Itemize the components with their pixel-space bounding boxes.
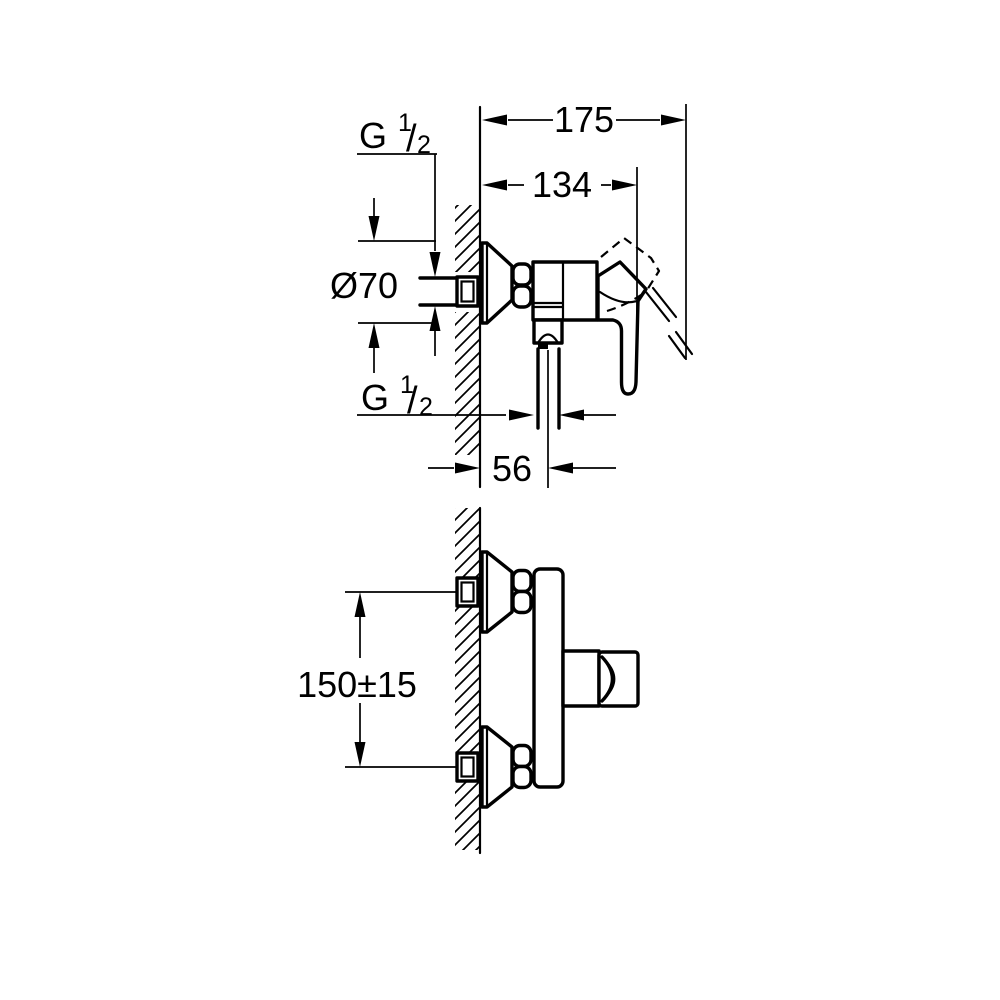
arrowhead-outlet-left: [509, 409, 534, 421]
wall-hatching-upper: [455, 205, 480, 272]
arrowhead-56-right: [548, 462, 573, 474]
swing-mark-upper: [644, 286, 678, 323]
plan-handle-crescent: [600, 655, 615, 703]
arrowhead-150-bottom: [354, 742, 366, 767]
outlet-shoulder: [532, 318, 564, 345]
arrowhead-inlet-down: [429, 252, 441, 277]
plan-nut-bottom-bead2: [511, 764, 533, 790]
plan-nut-top-bead2: [511, 589, 533, 615]
dim-connection-spacing-label: 150±15: [297, 664, 417, 705]
dim-total-depth-label: 175: [554, 99, 614, 140]
union-nut-bead-top: [511, 262, 533, 287]
swing-mark-lower: [667, 330, 694, 360]
arrowhead-outlet-right: [559, 409, 584, 421]
arrowhead-diameter-top: [368, 216, 380, 241]
view-plan: [345, 506, 640, 855]
plan-handle-arm: [561, 649, 601, 708]
dim-escutcheon-diameter-label: Ø70: [330, 265, 398, 306]
union-nut-bead-bottom: [511, 284, 533, 309]
wall-hatching-lower: [455, 312, 480, 455]
thread-inlet-numerator: 1: [398, 109, 412, 137]
connection-center-lines: [345, 591, 457, 768]
thread-inlet-denominator: 2: [417, 131, 431, 159]
outlet-dome: [536, 333, 560, 345]
outlet-seal: [538, 344, 548, 349]
thread-outlet-numerator: 1: [400, 371, 414, 399]
supply-pipe-stub: [418, 276, 459, 307]
dim-body-depth-label: 134: [532, 164, 592, 205]
arrowhead-diameter-bottom: [368, 323, 380, 348]
plan-nut-bottom-bead1: [511, 743, 533, 769]
arrowhead-inlet-up: [429, 306, 441, 331]
plan-wall-hatching-bottom: [455, 782, 480, 850]
thread-inlet-prefix: G: [359, 115, 387, 156]
plan-body-plate: [532, 567, 565, 789]
handle-raised-dashed: [600, 236, 661, 291]
view-side-elevation: [418, 105, 694, 489]
thread-inlet-leader: [357, 153, 437, 356]
inlet-fitting-inner: [460, 280, 475, 303]
thread-inlet-label: G 1 / 2: [359, 109, 431, 160]
valve-body-joints: [531, 260, 565, 322]
lever-handle: [596, 260, 648, 396]
thread-inlet-slash: /: [406, 118, 417, 160]
thread-outlet-slash: /: [407, 380, 418, 422]
handle-neck-curve: [598, 290, 639, 304]
outlet-pipe: [536, 347, 561, 430]
side-view-dimensions: 175 134 Ø70 G 1 / 2 G 1 / 2: [330, 99, 687, 489]
plan-nut-top-bead1: [511, 568, 533, 594]
plan-inlet-fitting-top-inner: [460, 581, 475, 603]
plan-wall-hatching-top: [455, 508, 480, 577]
thread-outlet-label: G 1 / 2: [361, 371, 433, 422]
thread-outlet-denominator: 2: [419, 393, 433, 421]
arrowhead-56-left: [455, 462, 480, 474]
dim-outlet-offset-label: 56: [492, 448, 532, 489]
arrowhead-150-top: [354, 592, 366, 617]
arrowhead-134-right: [612, 179, 637, 191]
plan-inlet-fitting-bottom-inner: [460, 756, 475, 778]
arrowhead-175-right: [661, 114, 686, 126]
plan-view-dimensions: 150±15: [297, 592, 417, 767]
plan-handle-crescent-inner: [605, 660, 616, 698]
dim-ticks-diameter: [358, 240, 436, 324]
thread-outlet-prefix: G: [361, 377, 389, 418]
valve-body: [531, 260, 599, 322]
arrowhead-134-left: [482, 179, 507, 191]
handle-raised-dashed-lower: [606, 294, 642, 313]
arrowhead-175-left: [482, 114, 507, 126]
plan-wall-hatching-middle: [455, 607, 480, 752]
